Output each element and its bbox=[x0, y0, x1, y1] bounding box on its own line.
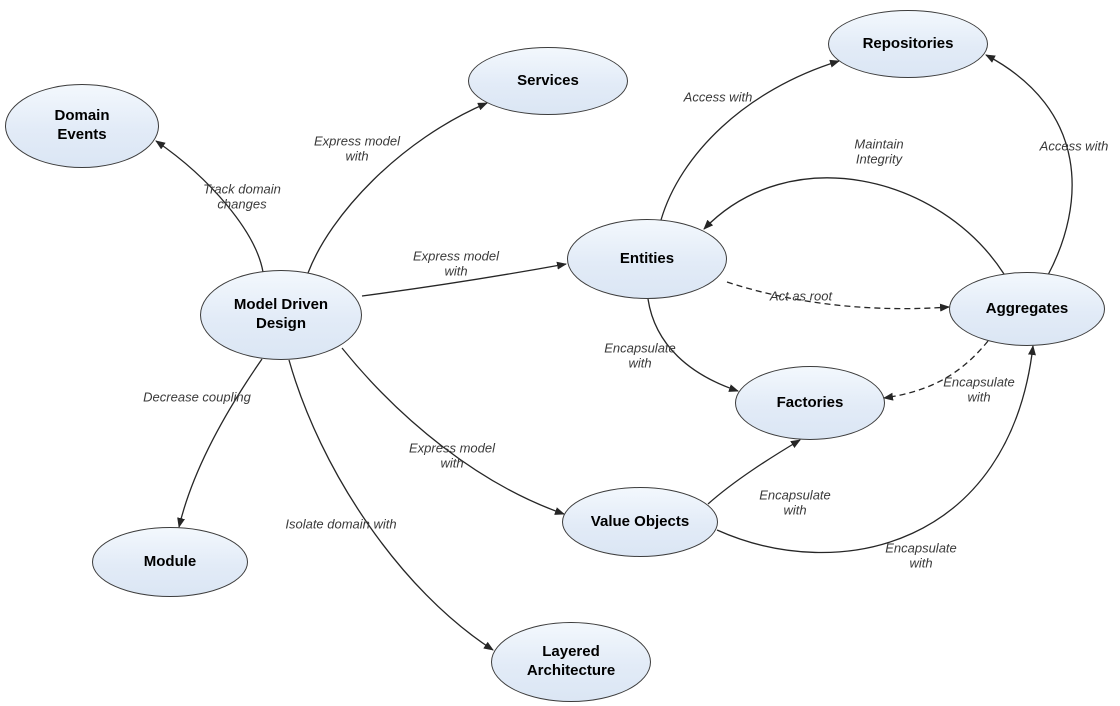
edge-mdd-services bbox=[307, 102, 488, 274]
edge-entities-factories bbox=[647, 298, 739, 392]
edge-label-access-with-aggregates: Access with bbox=[1039, 138, 1109, 154]
edge-label-express-model-entities: Express model with bbox=[413, 248, 499, 279]
node-repositories: Repositories bbox=[828, 10, 988, 78]
node-aggregates: Aggregates bbox=[949, 272, 1105, 346]
edge-label-encapsulate-value-objects-aggregates: Encapsulate with bbox=[885, 540, 957, 571]
node-domain-events: Domain Events bbox=[5, 84, 159, 168]
node-model-driven-design: Model Driven Design bbox=[200, 270, 362, 360]
node-value-objects: Value Objects bbox=[562, 487, 718, 557]
edge-label-track-domain-changes: Track domain changes bbox=[203, 181, 281, 212]
edge-mdd-value-objects bbox=[341, 347, 565, 515]
edge-label-decrease-coupling: Decrease coupling bbox=[143, 389, 251, 405]
node-entities: Entities bbox=[567, 219, 727, 299]
edge-label-isolate-domain-with: Isolate domain with bbox=[285, 516, 397, 532]
edge-mdd-module bbox=[177, 358, 263, 528]
edge-mdd-entities bbox=[361, 261, 567, 297]
edge-label-encapsulate-entities-factories: Encapsulate with bbox=[604, 340, 676, 371]
edge-value-objects-factories bbox=[707, 439, 801, 505]
edge-aggregates-repositories bbox=[985, 54, 1073, 276]
edge-label-encapsulate-value-objects-factories: Encapsulate with bbox=[759, 487, 831, 518]
edge-aggregates-entities-maintain-integrity bbox=[703, 177, 1005, 275]
node-layered-architecture: Layered Architecture bbox=[491, 622, 651, 702]
edge-label-maintain-integrity: Maintain Integrity bbox=[854, 136, 904, 167]
edge-label-express-model-value-objects: Express model with bbox=[409, 440, 495, 471]
edge-entities-aggregates-act-as-root bbox=[726, 281, 950, 312]
edge-label-access-with-entities: Access with bbox=[683, 89, 753, 105]
node-factories: Factories bbox=[735, 366, 885, 440]
edge-label-act-as-root: Act as root bbox=[769, 288, 833, 304]
node-services: Services bbox=[468, 47, 628, 115]
edge-aggregates-factories bbox=[883, 340, 989, 401]
edge-mdd-layered-architecture bbox=[288, 359, 494, 651]
edge-entities-repositories bbox=[660, 59, 840, 221]
node-module: Module bbox=[92, 527, 248, 597]
edge-value-objects-aggregates bbox=[716, 345, 1036, 554]
edge-mdd-domain-events bbox=[155, 140, 264, 273]
edge-label-express-model-services: Express model with bbox=[314, 133, 400, 164]
edge-label-encapsulate-aggregates-factories: Encapsulate with bbox=[943, 374, 1015, 405]
